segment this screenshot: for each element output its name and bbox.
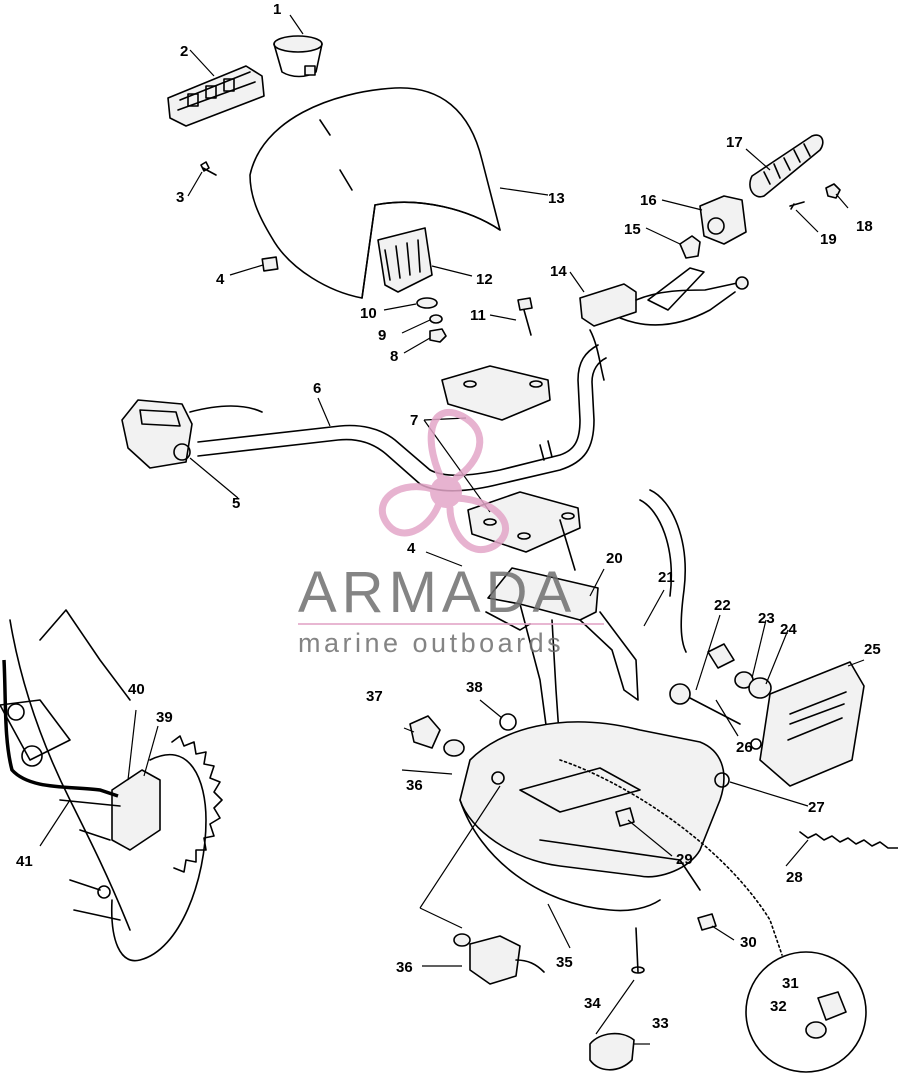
bolt-11 — [517, 297, 533, 336]
adjuster-spring — [799, 831, 898, 849]
callout-32: 32 — [770, 998, 787, 1015]
handlebar — [197, 344, 607, 492]
callout-27: 27 — [808, 799, 825, 816]
callout-34: 34 — [584, 995, 601, 1012]
leader-lines — [39, 14, 865, 1045]
callout-1: 1 — [273, 1, 281, 18]
callout-35: 35 — [556, 954, 573, 971]
callout-14: 14 — [550, 263, 567, 280]
screw-34 — [631, 927, 645, 974]
switch-housing — [699, 195, 747, 245]
callout-16: 16 — [640, 192, 657, 209]
headlight-bracket — [377, 227, 433, 293]
callout-25: 25 — [864, 641, 881, 658]
switch-36-lower — [453, 933, 545, 985]
callout-23: 23 — [758, 610, 775, 627]
handgrip — [749, 134, 824, 198]
callout-10: 10 — [360, 305, 377, 322]
callout-labels: 1 2 3 4 5 6 7 8 9 10 11 12 13 14 15 16 1… — [16, 1, 881, 1032]
callout-30: 30 — [740, 934, 757, 951]
callout-17: 17 — [726, 134, 743, 151]
callout-22: 22 — [714, 597, 731, 614]
callout-40: 40 — [128, 681, 145, 698]
callout-13: 13 — [548, 190, 565, 207]
bulb-socket — [707, 643, 772, 699]
callout-11: 11 — [470, 307, 486, 324]
clip-4-upper — [261, 256, 279, 272]
callout-18: 18 — [856, 218, 873, 235]
callout-26: 26 — [736, 739, 753, 756]
master-cylinder-left — [121, 399, 263, 469]
ring-38 — [499, 713, 517, 731]
adjuster-wheel — [669, 683, 741, 725]
hardware-stack — [416, 297, 447, 343]
callout-6: 6 — [313, 380, 321, 397]
callout-28: 28 — [786, 869, 803, 886]
propeller-logo-icon — [378, 408, 509, 554]
brake-hose-inner — [639, 499, 672, 597]
screw-19 — [789, 201, 805, 210]
callout-5: 5 — [232, 495, 240, 512]
ring-15 — [679, 235, 701, 259]
nut-30 — [697, 913, 717, 931]
switch-cap — [273, 35, 323, 78]
watermark-brand: ARMADA — [298, 560, 576, 625]
clamp-upper — [441, 365, 551, 421]
callout-20: 20 — [606, 550, 623, 567]
callout-24: 24 — [780, 621, 797, 638]
callout-36b: 36 — [406, 777, 423, 794]
callout-29: 29 — [676, 851, 693, 868]
hood-cover — [249, 87, 501, 299]
callout-41: 41 — [16, 853, 33, 870]
callout-4b: 4 — [407, 540, 416, 557]
callout-12: 12 — [476, 271, 493, 288]
callout-15: 15 — [624, 221, 641, 238]
screw-3 — [200, 161, 217, 176]
hose-clamp — [589, 1032, 635, 1071]
callout-39: 39 — [156, 709, 173, 726]
headlight — [750, 661, 865, 787]
clamp-post — [559, 519, 576, 571]
brake-hose — [649, 489, 687, 653]
o-ring-27 — [714, 772, 730, 788]
callout-33: 33 — [652, 1015, 669, 1032]
callout-9: 9 — [378, 327, 386, 344]
callout-38: 38 — [466, 679, 483, 696]
callout-7: 7 — [410, 412, 418, 429]
watermark-tagline: marine outboards — [298, 628, 564, 658]
callout-4: 4 — [216, 271, 225, 288]
callout-19: 19 — [820, 231, 837, 248]
detail-inset — [559, 759, 867, 1073]
callout-37: 37 — [366, 688, 383, 705]
callout-21: 21 — [658, 569, 675, 586]
master-cylinder-right — [579, 267, 749, 381]
front-wheel-brake — [0, 609, 223, 962]
callout-36: 36 — [396, 959, 413, 976]
front-fender — [459, 721, 725, 912]
indicator-panel — [167, 65, 265, 127]
switch-37 — [409, 715, 465, 757]
callout-3: 3 — [176, 189, 184, 206]
callout-8: 8 — [390, 348, 398, 365]
callout-2: 2 — [180, 43, 188, 60]
callout-31: 31 — [782, 975, 799, 992]
